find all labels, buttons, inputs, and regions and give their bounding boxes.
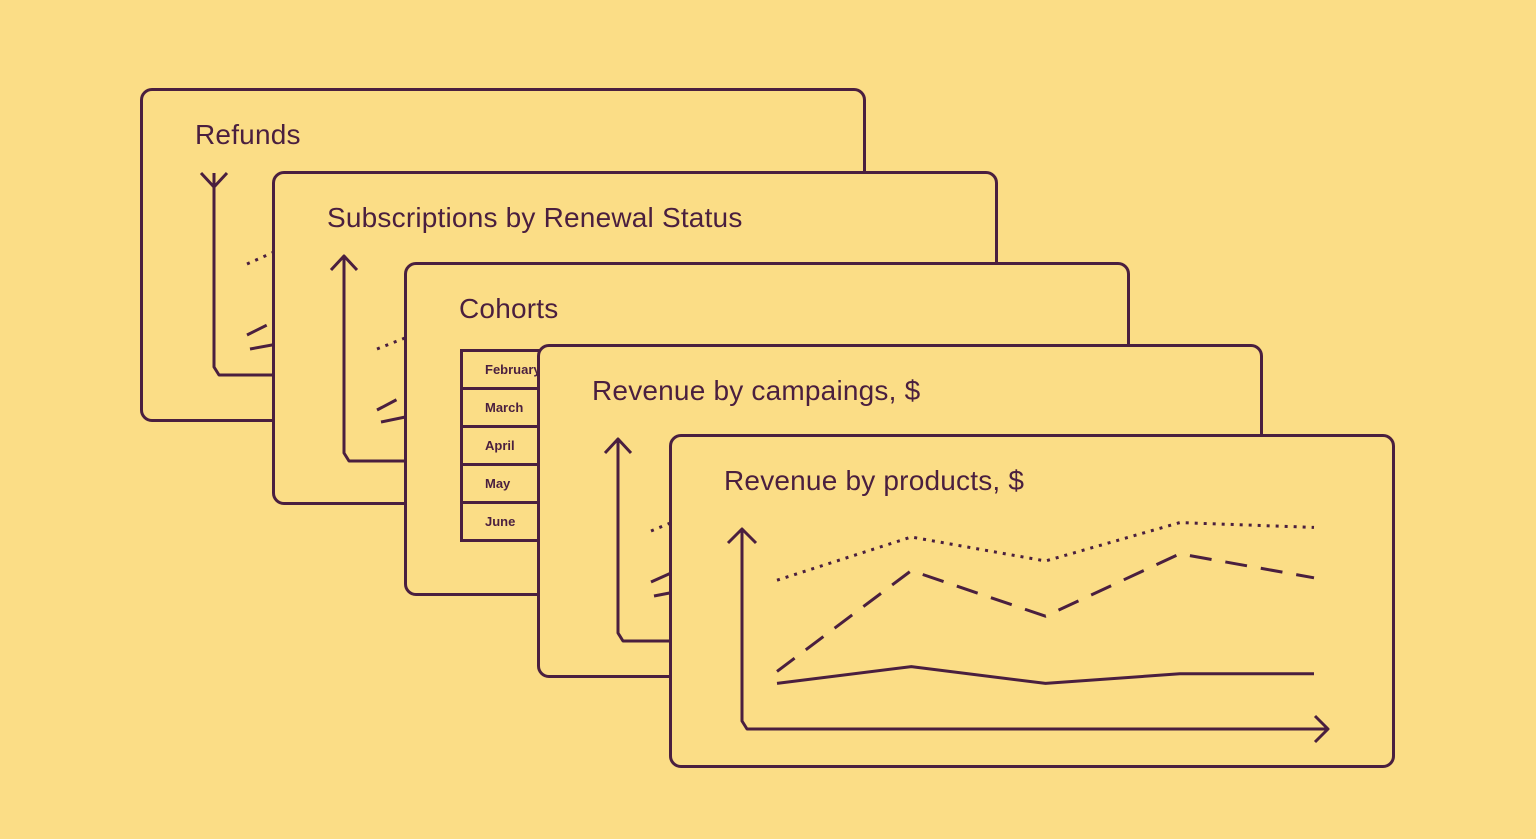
subscriptions-dotted-line-stub — [376, 332, 416, 351]
refunds-dashed-line-stub — [246, 315, 284, 337]
card-products[interactable]: Revenue by products, $ — [669, 434, 1395, 768]
refunds-dotted-line-stub — [246, 246, 284, 266]
x-axis-arrow — [1313, 714, 1330, 744]
campaigns-dashed-line-stub — [650, 567, 681, 584]
card-title-cohorts: Cohorts — [459, 293, 559, 324]
card-title-products: Revenue by products, $ — [724, 465, 1025, 496]
series-line-dashed — [776, 552, 1315, 673]
series-line-solid — [776, 665, 1314, 685]
series-line-dotted — [776, 521, 1315, 582]
card-title-subscriptions: Subscriptions by Renewal Status — [327, 202, 743, 233]
axes — [740, 529, 1326, 731]
card-title-campaigns: Revenue by campaings, $ — [592, 375, 921, 406]
subscriptions-dashed-line-stub — [376, 388, 416, 412]
products-line-chart — [726, 521, 1330, 744]
card-title-refunds: Refunds — [195, 119, 301, 150]
